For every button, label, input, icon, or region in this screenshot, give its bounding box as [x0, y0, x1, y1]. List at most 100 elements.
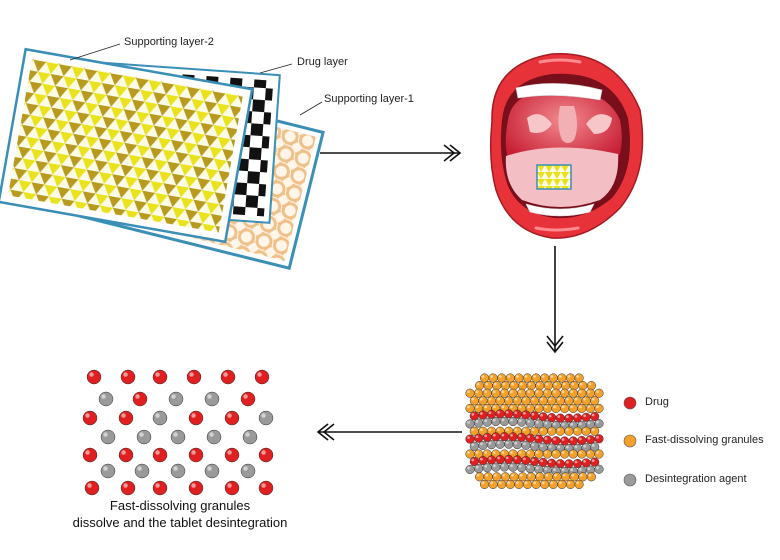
dispersed-drug-particle	[254, 369, 270, 385]
tablet-granule-particle	[560, 388, 570, 398]
dispersed-drug-particle	[82, 447, 98, 463]
dispersed-agent-particle	[206, 429, 222, 445]
tablet-granule-particle	[499, 388, 509, 398]
dispersed-agent-particle	[242, 429, 258, 445]
tablet-granule-particle	[488, 479, 498, 489]
tablet-granule-particle	[564, 396, 574, 406]
tablet-agent-particle	[495, 439, 505, 449]
legend-swatches	[623, 396, 637, 487]
tablet-granule-particle	[508, 388, 518, 398]
tablet-agent-particle	[478, 440, 488, 450]
tablet-granule-particle	[504, 396, 514, 406]
dispersed-agent-particle	[134, 463, 150, 479]
tablet-drug-particle	[572, 458, 583, 469]
tablet-agent-particle	[517, 463, 527, 473]
dispersed-drug-particle	[258, 480, 274, 496]
tablet-granule-particle	[543, 472, 553, 482]
caption: Fast-dissolving granules dissolve and th…	[30, 497, 330, 531]
tablet-agent-particle	[508, 417, 518, 427]
dispersed-agent-particle	[100, 429, 116, 445]
tablet-drug-particle	[495, 409, 505, 419]
tablet-granule-particle	[522, 373, 533, 383]
tablet-agent-particle	[581, 443, 591, 453]
tablet-granule-particle	[585, 403, 595, 413]
tablet-drug-particle	[572, 413, 583, 423]
tablet-granule-particle	[581, 396, 591, 406]
tablet-drug-particle	[508, 432, 518, 442]
tablet-granule-particle	[538, 396, 548, 406]
tablet-granule-particle	[492, 472, 502, 482]
tablet-drug-particle	[560, 436, 570, 446]
legend-label-granules: Fast-dissolving granules	[645, 434, 764, 446]
legend-label-drug: Drug	[645, 396, 669, 408]
tablet-granule-particle	[572, 426, 583, 436]
label-supporting-layer-1: Supporting layer-1	[324, 93, 414, 105]
tablet-granule-particle	[561, 472, 571, 482]
tablet-granule-particle	[577, 388, 587, 398]
dispersed-drug-particle	[188, 480, 204, 496]
tablet-granule-particle	[529, 426, 540, 436]
tablet-granule-particle	[526, 472, 536, 482]
film-on-tongue	[536, 164, 572, 190]
label-supporting-layer-2: Supporting layer-2	[124, 36, 214, 48]
tablet-granule-particle	[586, 381, 596, 391]
dispersed-drug-particle	[132, 391, 148, 407]
tablet-granule-particle	[540, 479, 550, 489]
tablet-agent-particle	[525, 418, 535, 428]
supporting-layer-2	[0, 47, 254, 244]
legend-label-agent: Desintegration agent	[645, 473, 747, 485]
tablet-granule-particle	[586, 472, 596, 482]
tablet-granule-particle	[482, 388, 492, 398]
dispersed-agent-particle	[204, 391, 220, 407]
tablet-drug-particle	[495, 454, 505, 465]
tablet-granule-particle	[486, 396, 497, 406]
tablet-agent-particle	[499, 462, 509, 472]
tablet-granule-particle	[543, 381, 553, 391]
tablet-granule-particle	[465, 449, 475, 459]
tablet-granule-particle	[475, 472, 485, 482]
tablet-agent-particle	[594, 464, 604, 474]
tablet-granule-particle	[594, 388, 604, 398]
tablet-granule-particle	[542, 388, 552, 398]
dispersed-drug-particle	[118, 410, 134, 426]
tablet-granule-particle	[557, 373, 567, 383]
dispersed-drug-particle	[220, 369, 236, 385]
tablet-granule-particle	[565, 479, 576, 489]
arrow-left-icon	[316, 423, 462, 441]
tablet-granule-particle	[514, 479, 524, 489]
tablet-granule-particle	[525, 403, 535, 413]
tablet-granule-particle	[497, 479, 507, 489]
tablet-granule-particle	[572, 396, 583, 406]
tablet-granule-particle	[509, 472, 519, 482]
tablet-granule-particle	[534, 388, 544, 398]
tablet-granule-particle	[551, 449, 561, 459]
tablet-granule-particle	[578, 381, 588, 391]
tablet-drug-particle	[564, 459, 574, 469]
tablet-granule-particle	[531, 373, 541, 383]
dispersed-drug-particle	[188, 410, 204, 426]
dispersed-drug-particle	[152, 480, 168, 496]
tablet-drug-particle	[478, 410, 488, 420]
tablet-drug-particle	[525, 433, 535, 443]
dispersed-drug-particle	[224, 480, 240, 496]
dispersed-agent-particle	[204, 463, 220, 479]
tablet-granule-particle	[534, 403, 544, 413]
tablet-agent-particle	[491, 417, 501, 427]
dispersed-drug-particle	[240, 391, 256, 407]
tablet-drug-particle	[585, 435, 595, 445]
dispersed-agent-particle	[170, 463, 186, 479]
tablet-drug-particle	[594, 434, 604, 444]
tablet-granule-particle	[585, 388, 595, 398]
tablet-granule-particle	[522, 479, 533, 489]
tablet-granule-particle	[535, 381, 545, 391]
tablet-granule-particle	[557, 479, 567, 489]
tablet-agent-particle	[517, 417, 527, 427]
tablet-granule-particle	[497, 373, 507, 383]
tablet-agent-particle	[474, 418, 484, 428]
dispersed-agent-particle	[100, 463, 116, 479]
tablet-granule-particle	[483, 472, 493, 482]
tablet-granule-particle	[565, 373, 576, 383]
tablet-granule-particle	[552, 381, 562, 391]
dispersed-agent-particle	[136, 429, 152, 445]
